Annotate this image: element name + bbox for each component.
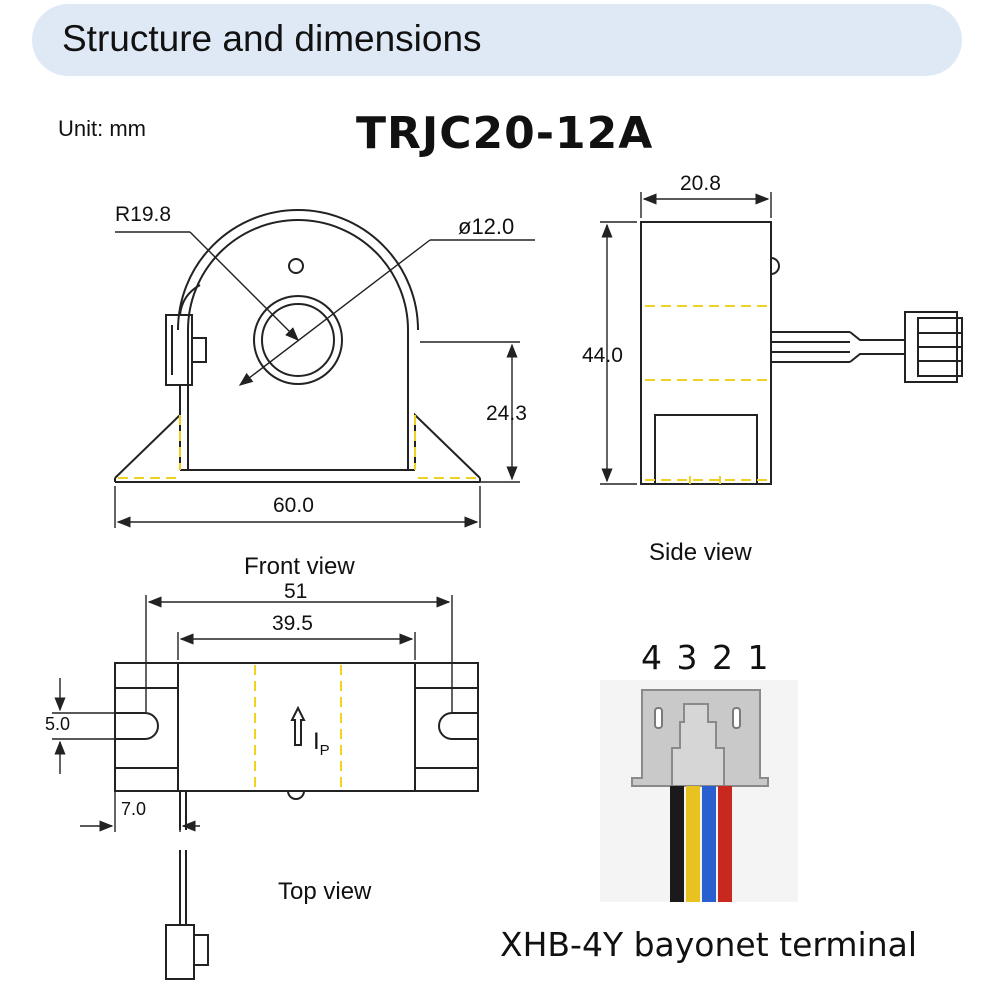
front-view-caption: Front view: [244, 553, 355, 580]
terminal-title: XHB-4Y bayonet terminal: [500, 925, 917, 964]
top-view-caption: Top view: [278, 878, 372, 905]
pin-numbers: 4 3 2 1: [641, 638, 771, 677]
top-view-hidden-lines: [254, 665, 342, 789]
page-title: Structure and dimensions: [62, 18, 482, 59]
current-symbol: I: [313, 728, 320, 755]
radius-label: R19.8: [115, 203, 172, 226]
unit-label: Unit: mm: [58, 116, 146, 141]
top-view-dimensions: [52, 595, 453, 832]
diameter-label: ø12.0: [458, 214, 515, 239]
terminal-illustration: [600, 680, 798, 902]
wire-black: [670, 786, 684, 902]
header-bar: [32, 4, 962, 76]
wire-blue: [702, 786, 716, 902]
top-outer-dim: 51: [284, 580, 308, 603]
front-view-hidden-lines: [118, 415, 478, 479]
slot-dim: 5.0: [45, 714, 71, 734]
front-width-dim: 60.0: [273, 494, 314, 517]
side-view-caption: Side view: [649, 539, 752, 566]
wire-yellow: [686, 786, 700, 902]
front-height-dim: 24.3: [486, 402, 527, 425]
current-subscript: P: [319, 741, 330, 759]
top-view-drawing: [114, 662, 479, 980]
side-view-hidden-lines: [645, 305, 768, 484]
front-view-drawing: [114, 209, 481, 483]
top-inner-dim: 39.5: [272, 612, 313, 635]
side-view-drawing: [640, 221, 963, 485]
wire-red: [718, 786, 732, 902]
side-width-dim: 20.8: [680, 172, 721, 195]
model-title: TRJC20-12A: [356, 108, 654, 159]
offset-dim: 7.0: [121, 799, 147, 819]
current-label: IP: [313, 728, 330, 759]
front-view-dimensions: [114, 231, 535, 528]
side-view-dimensions: [600, 192, 772, 485]
side-height-dim: 44.0: [582, 344, 623, 367]
